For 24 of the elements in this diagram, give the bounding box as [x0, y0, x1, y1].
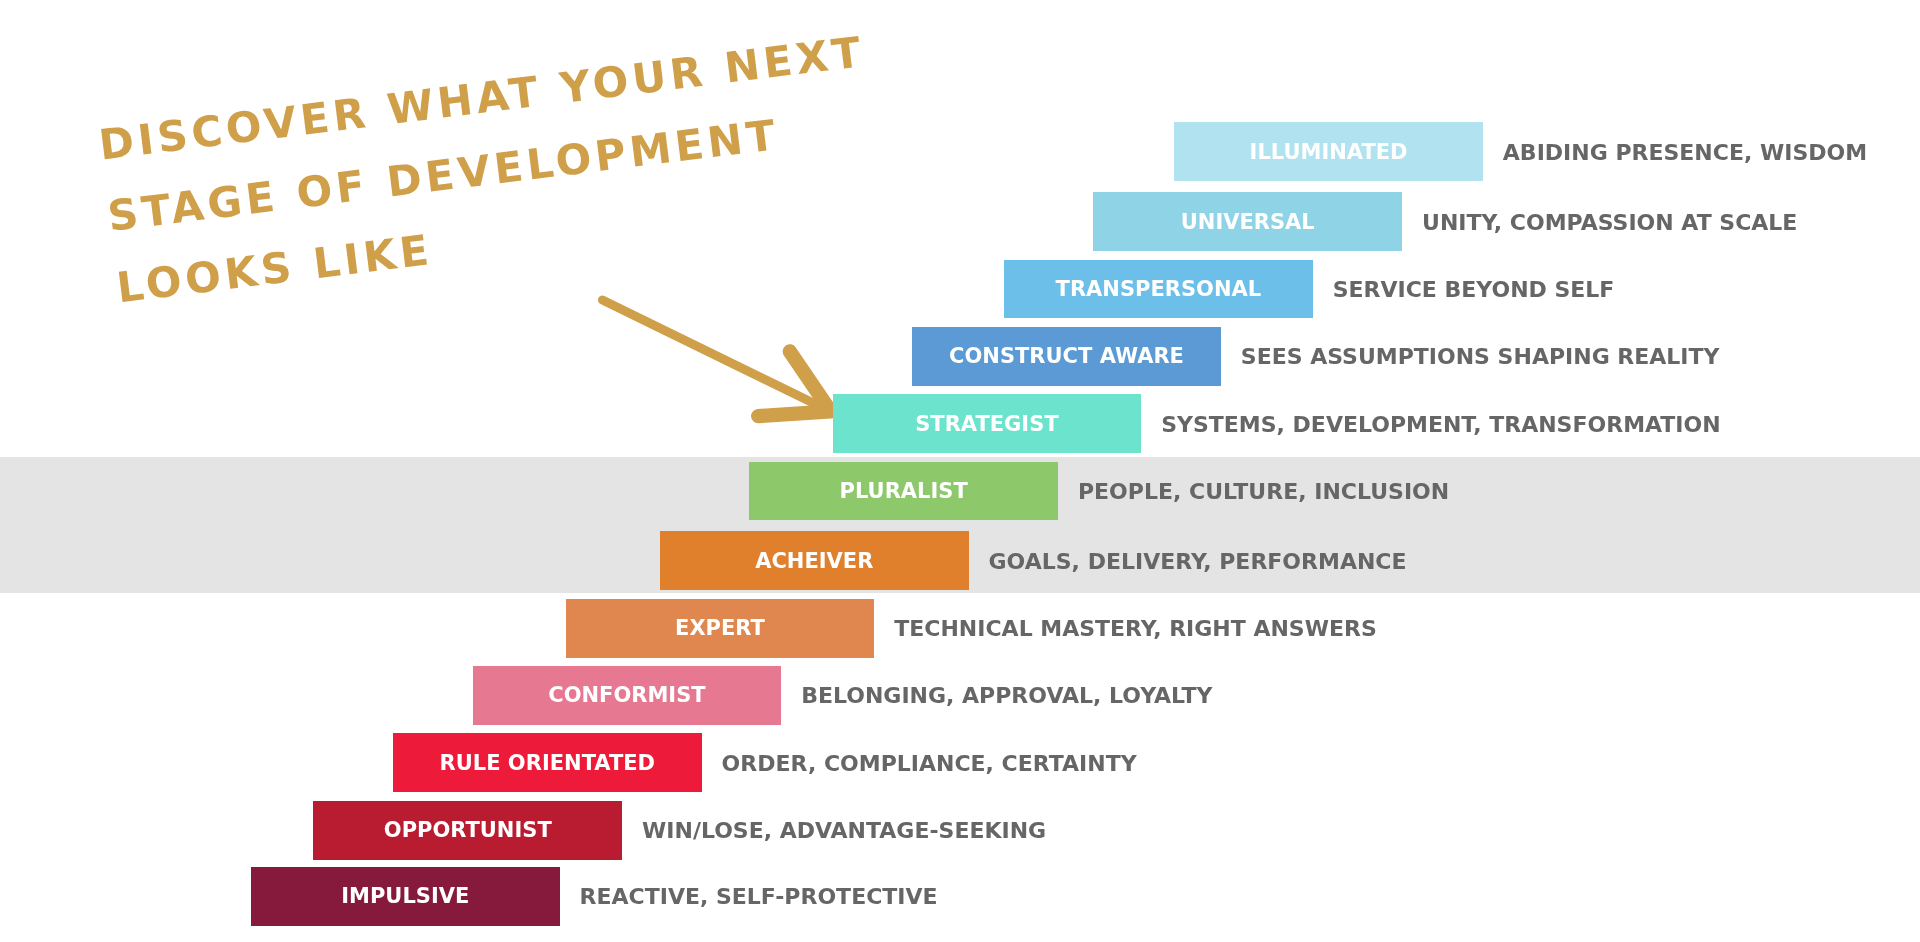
stage-name: UNIVERSAL — [1180, 209, 1315, 234]
stage-name: ILLUMINATED — [1249, 139, 1408, 164]
stage-name: TRANSPERSONAL — [1055, 276, 1262, 301]
stage-name: IMPULSIVE — [341, 884, 470, 909]
stage-description: ORDER, COMPLIANCE, CERTAINTY — [721, 750, 1137, 776]
stage-name: CONFORMIST — [548, 683, 706, 708]
stage-name: CONSTRUCT AWARE — [949, 344, 1184, 369]
stage-description: SEES ASSUMPTIONS SHAPING REALITY — [1240, 343, 1720, 369]
stage-description: BELONGING, APPROVAL, LOYALTY — [801, 683, 1213, 708]
stage-description: PEOPLE, CULTURE, INCLUSION — [1077, 478, 1450, 504]
stage-description: SERVICE BEYOND SELF — [1332, 276, 1615, 302]
stage-name: ACHEIVER — [755, 548, 874, 573]
stage-description: ABIDING PRESENCE, WISDOM — [1502, 139, 1868, 165]
stage-name: STRATEGIST — [915, 411, 1059, 436]
stage-name: OPPORTUNIST — [383, 818, 552, 843]
stage-description: WIN/LOSE, ADVANTAGE-SEEKING — [642, 817, 1047, 843]
stage-description: SYSTEMS, DEVELOPMENT, TRANSFORMATION — [1161, 411, 1721, 437]
stage-name: RULE ORIENTATED — [439, 750, 656, 775]
stage-description: GOALS, DELIVERY, PERFORMANCE — [988, 548, 1407, 574]
stage-name: PLURALIST — [839, 479, 968, 503]
stage-description: REACTIVE, SELF-PROTECTIVE — [579, 883, 938, 909]
stage-description: TECHNICAL MASTERY, RIGHT ANSWERS — [894, 615, 1377, 641]
stage-name: EXPERT — [675, 616, 765, 641]
stage-description: UNITY, COMPASSION AT SCALE — [1422, 209, 1798, 235]
